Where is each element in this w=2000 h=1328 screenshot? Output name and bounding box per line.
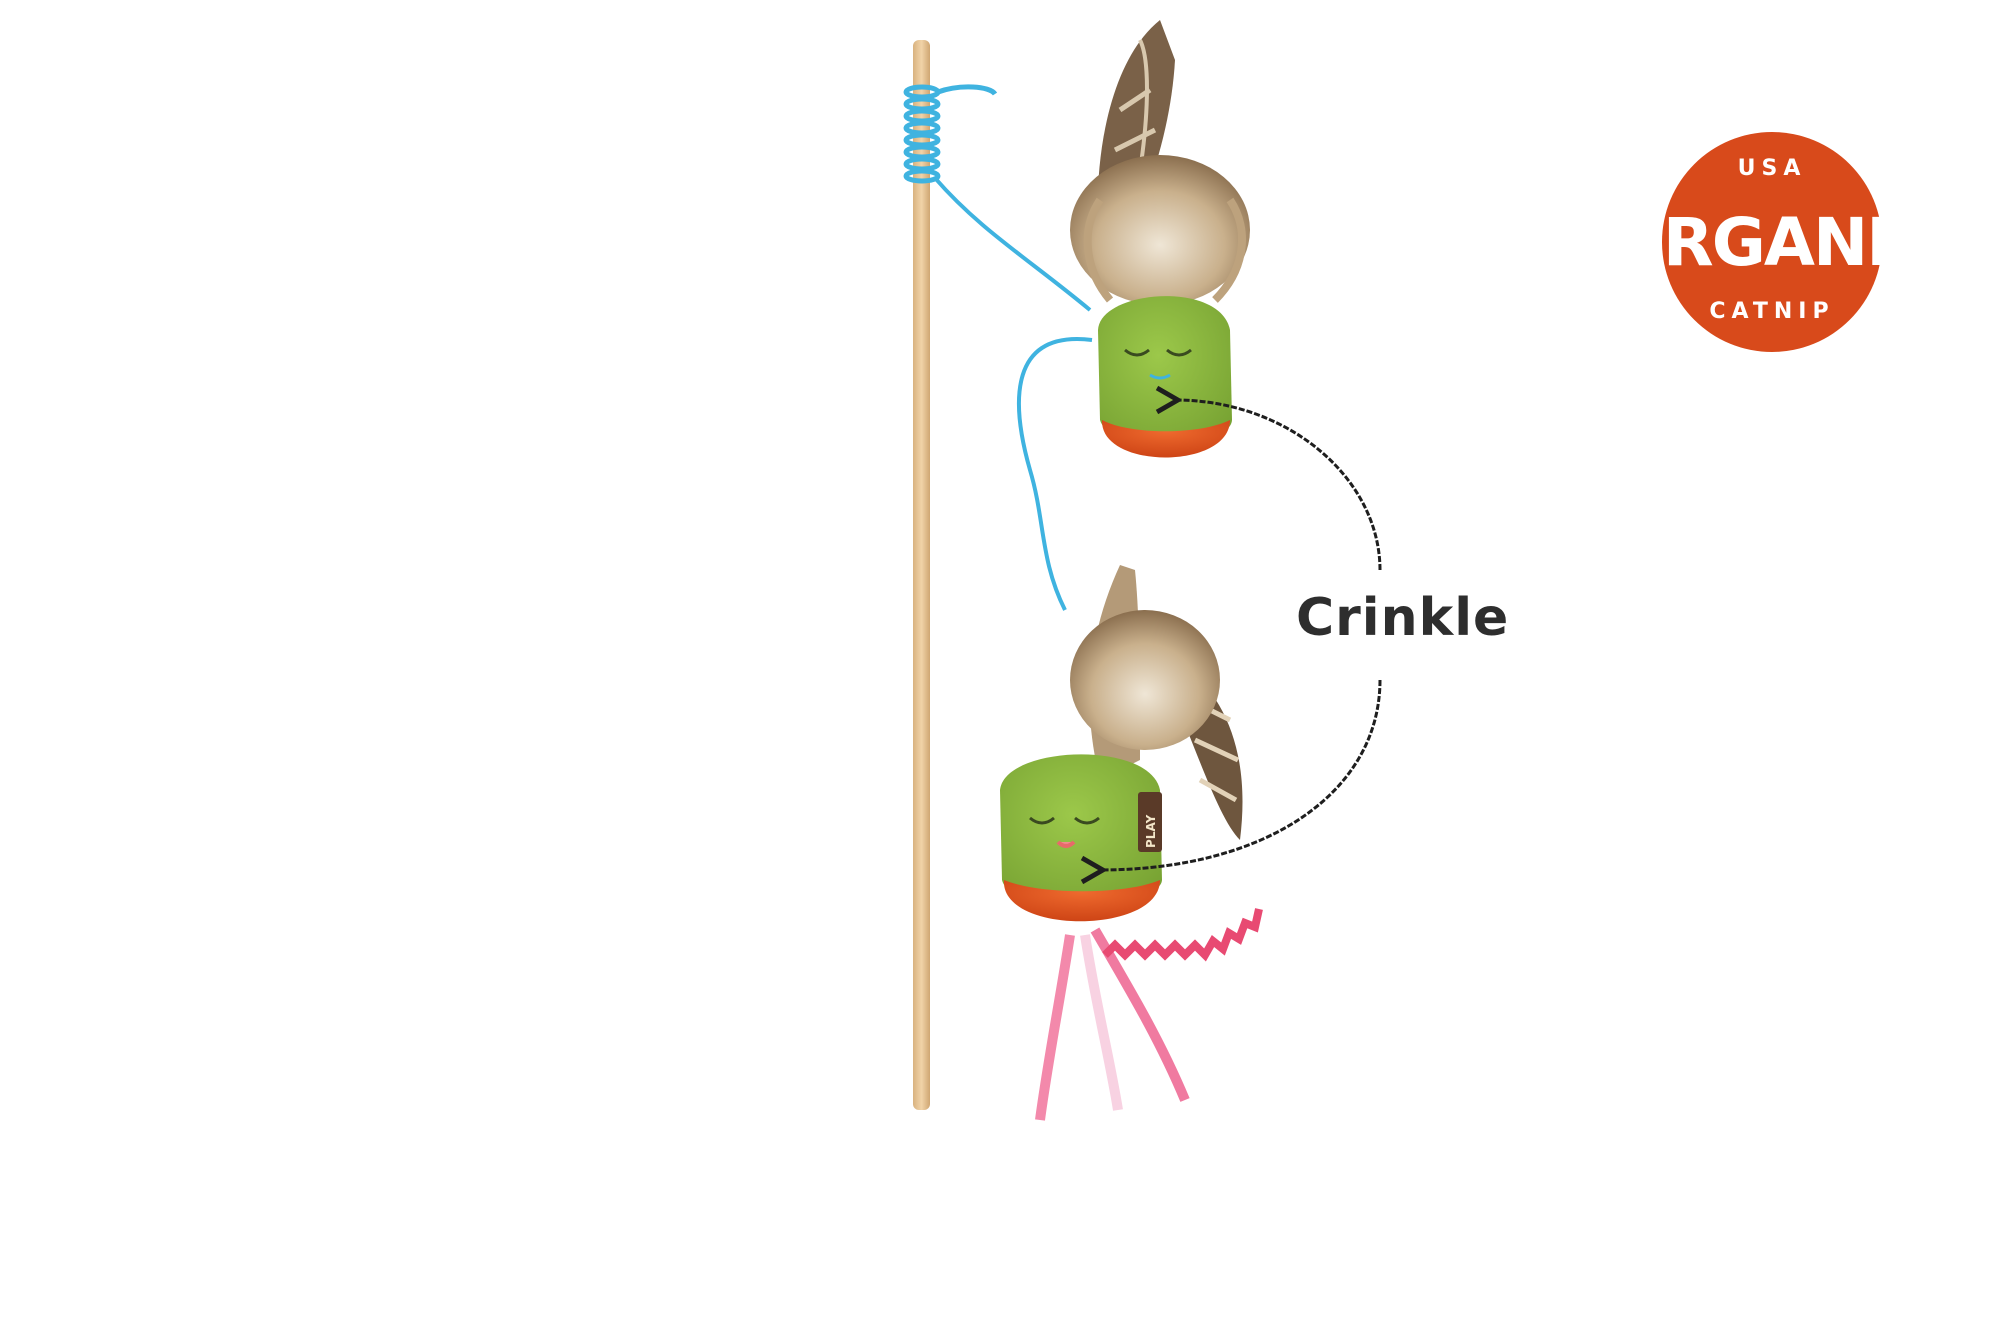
closed-eye-right: [1074, 816, 1100, 825]
badge-bottom-text: CATNIP: [1709, 299, 1834, 324]
closed-eye-right: [1166, 348, 1192, 357]
brand-tag: [1138, 792, 1162, 852]
lower-feather: [1070, 565, 1243, 840]
callout-arrow-upper: [1175, 400, 1382, 571]
crinkle-ribbon: [1102, 908, 1263, 962]
cord-coil: [903, 84, 998, 184]
closed-eye-left: [1029, 816, 1055, 825]
crinkle-label: Crinkle: [1296, 588, 1510, 648]
cord-string-lower: [1017, 337, 1093, 611]
badge-top-text: USA: [1738, 156, 1807, 181]
upper-plush-toy: [1098, 296, 1232, 458]
wooden-stick: [913, 40, 930, 1110]
badge-main-text: ORGANIC: [1609, 204, 1935, 281]
ribbons: [1035, 908, 1263, 1121]
lower-plush-toy: PLAY: [1000, 754, 1162, 922]
brand-tag-text: PLAY: [1144, 814, 1158, 848]
upper-feather: [1070, 20, 1250, 305]
callout-arrow-lower: [1100, 679, 1382, 870]
closed-eye-left: [1124, 348, 1150, 357]
organic-catnip-badge: USA ORGANIC CATNIP: [1609, 132, 1937, 352]
tongue: [1056, 840, 1076, 848]
cord-string-upper: [933, 176, 1092, 312]
